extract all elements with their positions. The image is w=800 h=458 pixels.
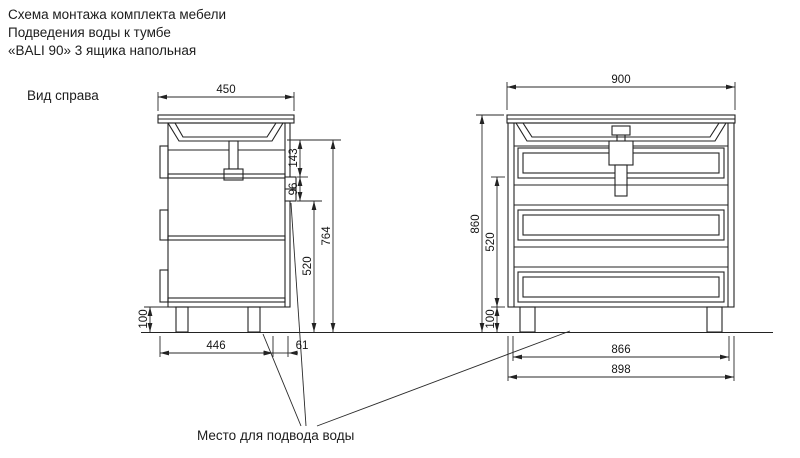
front-view-drawing (506, 114, 736, 333)
dimension-labels: 450 143 96 520 764 100 446 61 900 860 52… (138, 74, 631, 376)
dim-side-leg-height: 100 (138, 309, 150, 328)
dim-side-143: 143 (288, 148, 300, 167)
siphon-cup (608, 140, 634, 166)
side-view-label: Вид справа (27, 88, 99, 103)
dim-side-depth-bottom: 446 (206, 340, 225, 352)
dim-front-width-body: 898 (611, 364, 630, 376)
dim-front-height-total: 860 (470, 214, 482, 233)
dim-front-width-feet: 866 (611, 344, 630, 356)
dim-front-520: 520 (485, 232, 497, 251)
title-line-3: «BALI 90» 3 ящика напольная (8, 43, 197, 58)
dim-side-764: 764 (321, 226, 333, 246)
siphon-pipe (614, 164, 628, 197)
water-supply-label: Место для подвода воды (197, 428, 355, 443)
side-view-dimensions (144, 92, 341, 357)
title-line-1: Схема монтажа комплекта мебели (8, 7, 227, 22)
diagram-title: Схема монтажа комплекта мебели Подведени… (8, 6, 226, 60)
title-line-2: Подведения воды к тумбе (8, 25, 171, 40)
dim-side-width-top: 450 (216, 84, 235, 96)
faucet-hole (611, 125, 631, 136)
dim-front-leg-height: 100 (485, 309, 497, 328)
dim-side-96: 96 (288, 183, 300, 196)
dim-front-width-top: 900 (611, 74, 630, 86)
dim-side-back-gap: 61 (296, 340, 309, 352)
side-view-drawing (157, 114, 297, 333)
front-view-dimensions (476, 82, 736, 381)
water-supply-leaders (262, 202, 571, 427)
dim-side-520: 520 (302, 256, 314, 275)
